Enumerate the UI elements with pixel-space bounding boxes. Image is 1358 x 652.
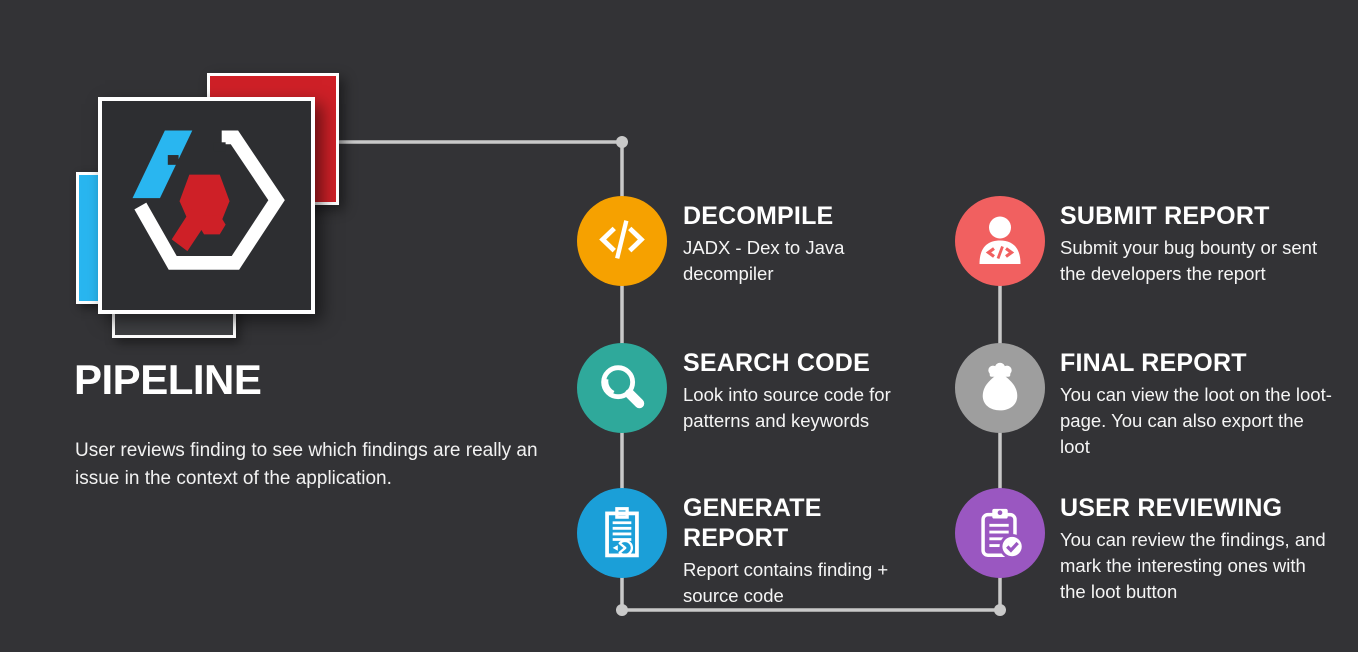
magnifier-icon-glyph <box>601 365 645 409</box>
logo-band-notch <box>213 141 226 151</box>
code-icon <box>577 196 667 286</box>
clipboard-check-icon-glyph <box>981 508 1025 560</box>
step-search-code: SEARCH CODE Look into source code for pa… <box>577 343 933 434</box>
step-title: DECOMPILE <box>683 202 834 230</box>
step-final-report: FINAL REPORT You can view the loot on th… <box>955 343 1332 460</box>
page-subtitle: User reviews finding to see which findin… <box>75 440 538 489</box>
step-description: Report contains finding + source code <box>683 559 889 606</box>
page-title: PIPELINE <box>74 356 262 403</box>
logo-main-square <box>98 97 315 314</box>
logo-blue-stripe <box>132 130 192 198</box>
step-description: Look into source code for patterns and k… <box>683 384 891 431</box>
connector-dot <box>616 136 628 148</box>
logo-hex-band <box>133 130 285 270</box>
step-description: JADX - Dex to Java decompiler <box>683 237 845 284</box>
step-title: FINAL REPORT <box>1060 349 1247 377</box>
code-icon-glyph <box>599 220 645 259</box>
report-pie-icon <box>577 488 667 578</box>
clipboard-check-icon <box>955 488 1045 578</box>
step-text: SUBMIT REPORT Submit your bug bounty or … <box>1060 196 1332 287</box>
step-description: You can review the findings, and mark th… <box>1060 529 1326 602</box>
step-text: USER REVIEWING You can review the findin… <box>1060 488 1332 605</box>
report-pie-icon-glyph <box>605 507 639 558</box>
hexagon-logo-icon <box>132 130 285 270</box>
step-title: SUBMIT REPORT <box>1060 202 1270 230</box>
connector-dot <box>616 604 628 616</box>
logo-stripe-notch <box>167 154 179 165</box>
step-description: Submit your bug bounty or sent the devel… <box>1060 237 1318 284</box>
step-user-reviewing: USER REVIEWING You can review the findin… <box>955 488 1332 605</box>
logo-red-tail <box>171 208 207 251</box>
step-description: You can view the loot on the loot-page. … <box>1060 384 1332 457</box>
step-text: DECOMPILE JADX - Dex to Java decompiler <box>683 196 933 287</box>
logo-red-bump <box>197 214 226 234</box>
step-generate-report: GENERATE REPORT Report contains finding … <box>577 488 933 609</box>
step-submit-report: SUBMIT REPORT Submit your bug bounty or … <box>955 196 1332 287</box>
step-title: SEARCH CODE <box>683 349 870 377</box>
magnifier-icon <box>577 343 667 433</box>
step-title: USER REVIEWING <box>1060 494 1283 522</box>
step-decompile: DECOMPILE JADX - Dex to Java decompiler <box>577 196 933 287</box>
step-text: FINAL REPORT You can view the loot on th… <box>1060 343 1332 460</box>
loot-bag-icon-glyph <box>982 362 1018 411</box>
connector-dot <box>994 604 1006 616</box>
loot-bag-icon <box>955 343 1045 433</box>
developer-icon-glyph <box>979 216 1021 264</box>
step-text: GENERATE REPORT Report contains finding … <box>683 488 933 609</box>
step-text: SEARCH CODE Look into source code for pa… <box>683 343 933 434</box>
step-title: GENERATE REPORT <box>683 494 822 552</box>
developer-icon <box>955 196 1045 286</box>
